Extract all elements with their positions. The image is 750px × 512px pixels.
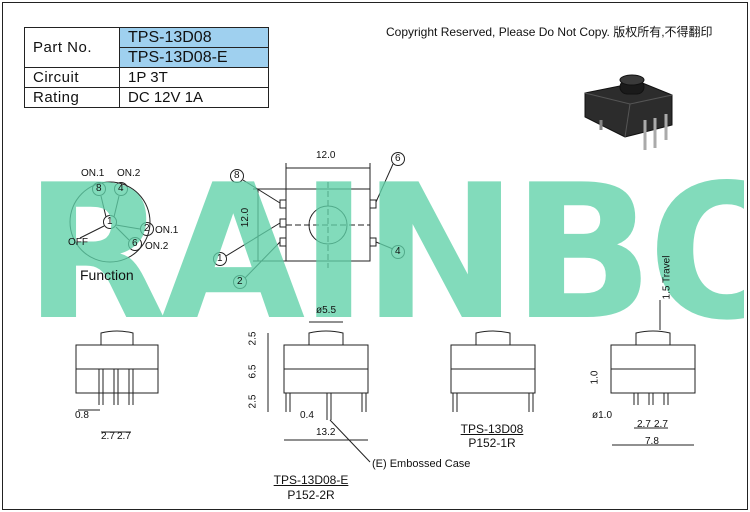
- part-no-value-1: TPS-13D08: [119, 27, 269, 48]
- circuit-label: Circuit: [24, 67, 120, 88]
- function-pin-6: 6: [132, 238, 138, 249]
- function-on1-top-label: ON.1: [81, 168, 105, 179]
- function-title: Function: [80, 267, 134, 283]
- top-view-pin-2: 2: [237, 276, 243, 287]
- left-pin-dim: 0.8: [75, 410, 89, 421]
- function-pin-1: 1: [107, 216, 113, 227]
- function-off-label: OFF: [68, 237, 88, 248]
- top-view-pin-6: 6: [395, 153, 401, 164]
- rating-label: Rating: [24, 87, 120, 108]
- embossed-case-label: (E) Embossed Case: [372, 458, 471, 470]
- drawing-no-p152-1r: P152-1R: [468, 436, 516, 450]
- center-height-dim-3: 2.5: [247, 394, 259, 409]
- function-on2-top-label: ON.2: [117, 168, 141, 179]
- center-height-dim-2: 6.5: [247, 364, 259, 379]
- side-view-center-drawing: [267, 321, 371, 463]
- side-view-left-drawing: [75, 330, 159, 433]
- right-pitch-dim-1: 2.7: [637, 419, 651, 430]
- rainbow-watermark: RAINBOW: [24, 160, 744, 350]
- top-view-pin-1: 1: [217, 253, 223, 264]
- top-view-height-dim: 12.0: [240, 207, 252, 228]
- right-hole-dim: ø1.0: [592, 410, 613, 421]
- top-view-pin-4: 4: [395, 246, 401, 257]
- top-view-width-dim: 12.0: [316, 150, 336, 161]
- function-on2-right-label: ON.2: [145, 241, 169, 252]
- model-tps-13d08-e: TPS-13D08-E: [273, 473, 349, 487]
- right-height-dim: 1.0: [589, 370, 601, 385]
- right-width-dim: 7.8: [645, 436, 659, 447]
- side-view-mid-drawing: [450, 330, 536, 412]
- part-no-value-2: TPS-13D08-E: [119, 47, 269, 68]
- spec-table: Part No. TPS-13D08 TPS-13D08-E Circuit 1…: [24, 27, 269, 108]
- rating-value: DC 12V 1A: [119, 87, 269, 108]
- right-pitch-dim-2: 2.7: [654, 419, 668, 430]
- top-view-pin-8: 8: [234, 170, 240, 181]
- center-pin-dim: 0.4: [300, 410, 314, 421]
- left-pitch-dim-2: 2.7: [117, 431, 131, 442]
- center-actuator-dim: ø5.5: [316, 305, 337, 316]
- function-on1-right-label: ON.1: [155, 225, 179, 236]
- function-diagram: [69, 181, 154, 263]
- function-pin-8: 8: [96, 183, 102, 194]
- side-view-right-drawing: [610, 300, 696, 446]
- switch-product-image: [584, 74, 673, 150]
- center-width-dim: 13.2: [316, 427, 336, 438]
- function-pin-4: 4: [118, 183, 124, 194]
- drawing-no-p152-2r: P152-2R: [287, 488, 335, 502]
- left-pitch-dim-1: 2.7: [101, 431, 115, 442]
- model-tps-13d08: TPS-13D08: [460, 422, 524, 436]
- right-travel-dim: 1.5 Travel: [661, 255, 673, 300]
- center-height-dim-1: 2.5: [247, 331, 259, 346]
- copyright-notice: Copyright Reserved, Please Do Not Copy. …: [386, 25, 713, 39]
- function-pin-2: 2: [144, 223, 150, 234]
- top-view-drawing: [213, 152, 405, 289]
